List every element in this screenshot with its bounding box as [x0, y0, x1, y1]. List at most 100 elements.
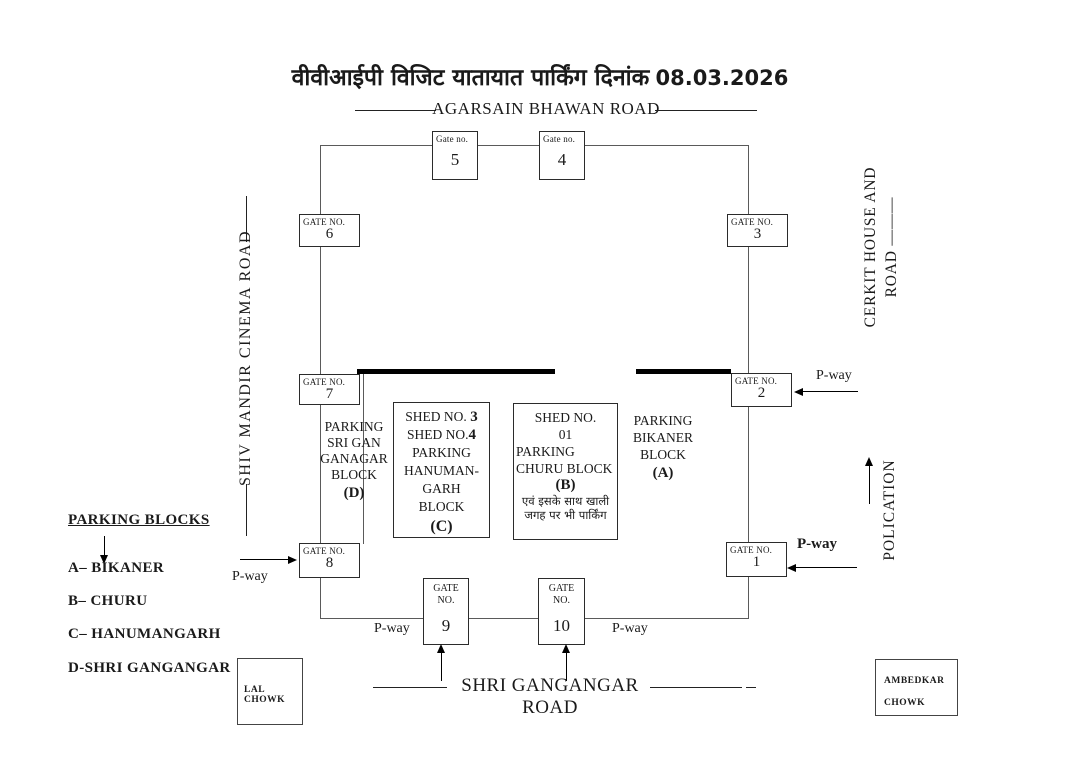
gate-3-label: GATE NO.	[731, 217, 774, 227]
gate-8-number: 8	[325, 555, 334, 571]
ambedkar-chowk-line1: AMBEDKAR	[884, 676, 945, 686]
left-road-line-bottom	[246, 484, 247, 536]
lal-chowk-label: LAL CHOWK	[244, 685, 286, 705]
shed-b-hindi1: एवं इसके साथ खाली	[521, 494, 610, 508]
arrow-head-down-icon	[100, 555, 108, 564]
legend-item-a: A– BIKANER	[68, 560, 165, 576]
title-hindi: वीवीआईपी विजिट यातायात पार्किंग दिनांक	[291, 65, 650, 91]
legend-item-c: C– HANUMANGARH	[68, 626, 221, 642]
shed-c-box: SHED NO. 3 SHED NO.4 PARKING HANUMAN- GA…	[393, 402, 490, 538]
shed-b-line2: 01	[558, 427, 573, 442]
parking-block-a: PARKING BIKANER BLOCK (A)	[624, 412, 702, 482]
arrow-shaft	[441, 651, 442, 681]
left-road-line-top	[246, 196, 247, 242]
gate-4-label: Gate no.	[543, 134, 576, 144]
block-a-code: (A)	[652, 465, 674, 481]
page-title: वीवीआईपी विजिट यातायात पार्किंग दिनांक 0…	[0, 60, 1080, 92]
shed-c-line1: SHED NO. 3	[405, 409, 478, 425]
gate-10-number: 10	[553, 616, 570, 635]
ambedkar-chowk-line2: CHOWK	[884, 698, 926, 708]
gate-9-label-line1: GATE	[433, 583, 459, 594]
barrier-bar-right	[636, 369, 731, 374]
shed-b-line1: SHED NO.	[534, 410, 597, 425]
ambedkar-chowk-box: AMBEDKAR CHOWK	[875, 659, 958, 716]
lal-chowk-box: LAL CHOWK	[237, 658, 303, 725]
bottom-road-label: SHRI GANGANGAR ROAD	[461, 675, 639, 718]
pway-label-bottom-right: P-way	[612, 621, 648, 636]
arrow-shaft	[104, 536, 105, 556]
shed-c-line4: HANUMAN-	[404, 463, 479, 478]
gate-2-label: GATE NO.	[735, 376, 778, 386]
gate-10-label-line1: GATE	[548, 583, 575, 594]
right-lower-road-label: POLICATION	[881, 459, 898, 561]
block-a-line: BIKANER	[633, 430, 693, 445]
right-upper-road-label: CERKIT HOUSE AND ROAD ———	[860, 147, 902, 347]
block-a-line: PARKING	[633, 413, 693, 428]
top-road-line-left	[355, 110, 436, 111]
block-d-line: BLOCK	[331, 467, 377, 482]
gate-9-label-line2: NO.	[437, 595, 455, 606]
arrow-head-left-icon	[787, 564, 796, 572]
bottom-road-line-right	[650, 687, 742, 688]
gate-box-9: GATE NO. 9	[423, 578, 469, 645]
pway-label-gate1: P-way	[797, 536, 837, 552]
gate-6-number: 6	[325, 226, 334, 242]
arrow-head-left-icon	[794, 388, 803, 396]
top-road-line-right	[655, 110, 757, 111]
gate-box-6: GATE NO. 6	[299, 214, 360, 247]
shed-b-line3: PARKING	[516, 444, 575, 459]
gate-3-number: 3	[753, 226, 762, 242]
shed-c-num3: 3	[470, 409, 478, 425]
gate-box-4: Gate no. 4	[539, 131, 585, 180]
arrow-shaft	[795, 567, 857, 568]
gate-7-number: 7	[325, 386, 334, 402]
block-d-code: (D)	[343, 485, 365, 501]
gate-box-3: GATE NO. 3	[727, 214, 788, 247]
block-d-line: GANAGAR	[320, 451, 388, 466]
shed-c-line5: GARH	[422, 481, 461, 496]
top-road-label: AGARSAIN BHAWAN ROAD	[432, 99, 660, 118]
gate-2-number: 2	[757, 385, 766, 401]
arrow-head-right-icon	[288, 556, 297, 564]
pway-label-bottom-left: P-way	[374, 621, 410, 636]
shed-b-code: (B)	[555, 477, 576, 493]
gate-7-label: GATE NO.	[303, 377, 346, 387]
gate-5-number: 5	[450, 150, 460, 169]
pway-label-gate2: P-way	[816, 368, 852, 383]
pway-label-gate8: P-way	[232, 569, 268, 584]
arrow-shaft	[240, 559, 290, 560]
arrow-head-up-icon	[562, 644, 570, 653]
shed-c-line3: PARKING	[412, 445, 471, 460]
shed-b-line4: CHURU BLOCK	[516, 461, 613, 476]
road-top	[320, 145, 749, 146]
gate-box-8: GATE NO. 8	[299, 543, 360, 578]
gate-5-label: Gate no.	[436, 134, 469, 144]
legend-item-d: D-SHRI GANGANGAR	[68, 660, 231, 676]
shed-c-code: (C)	[430, 518, 453, 535]
arrow-head-up-icon	[437, 644, 445, 653]
legend-item-b: B– CHURU	[68, 593, 148, 609]
gate-box-5: Gate no. 5	[432, 131, 478, 180]
arrow-shaft	[869, 464, 870, 504]
shed-b-hindi2: जगह पर भी पार्किंग	[524, 508, 607, 522]
title-date: 08.03.2026	[655, 66, 789, 90]
road-bottom	[320, 618, 749, 619]
arrow-shaft	[566, 651, 567, 681]
shed-c-line6: BLOCK	[418, 499, 465, 514]
block-d-line: SRI GAN	[327, 435, 381, 450]
bottom-road-line-left	[373, 687, 447, 688]
gate-box-2: GATE NO. 2	[731, 373, 792, 407]
arrow-head-up-icon	[865, 457, 873, 466]
arrow-shaft	[802, 391, 858, 392]
shed-b-box: SHED NO. 01 PARKING CHURU BLOCK (B) एवं …	[513, 403, 618, 540]
parking-block-d: PARKING SRI GAN GANAGAR BLOCK (D)	[313, 419, 395, 501]
block-a-line: BLOCK	[640, 447, 686, 462]
gate-box-1: GATE NO. 1	[726, 542, 787, 577]
gate-1-label: GATE NO.	[730, 545, 773, 555]
right-upper-road-line2: ROAD ———	[883, 196, 900, 298]
gate-6-label: GATE NO.	[303, 217, 346, 227]
right-upper-road-line1: CERKIT HOUSE AND	[862, 166, 879, 328]
gate-box-10: GATE NO. 10	[538, 578, 585, 645]
shed-c-num4: 4	[468, 427, 477, 443]
barrier-bar-left	[357, 369, 555, 374]
